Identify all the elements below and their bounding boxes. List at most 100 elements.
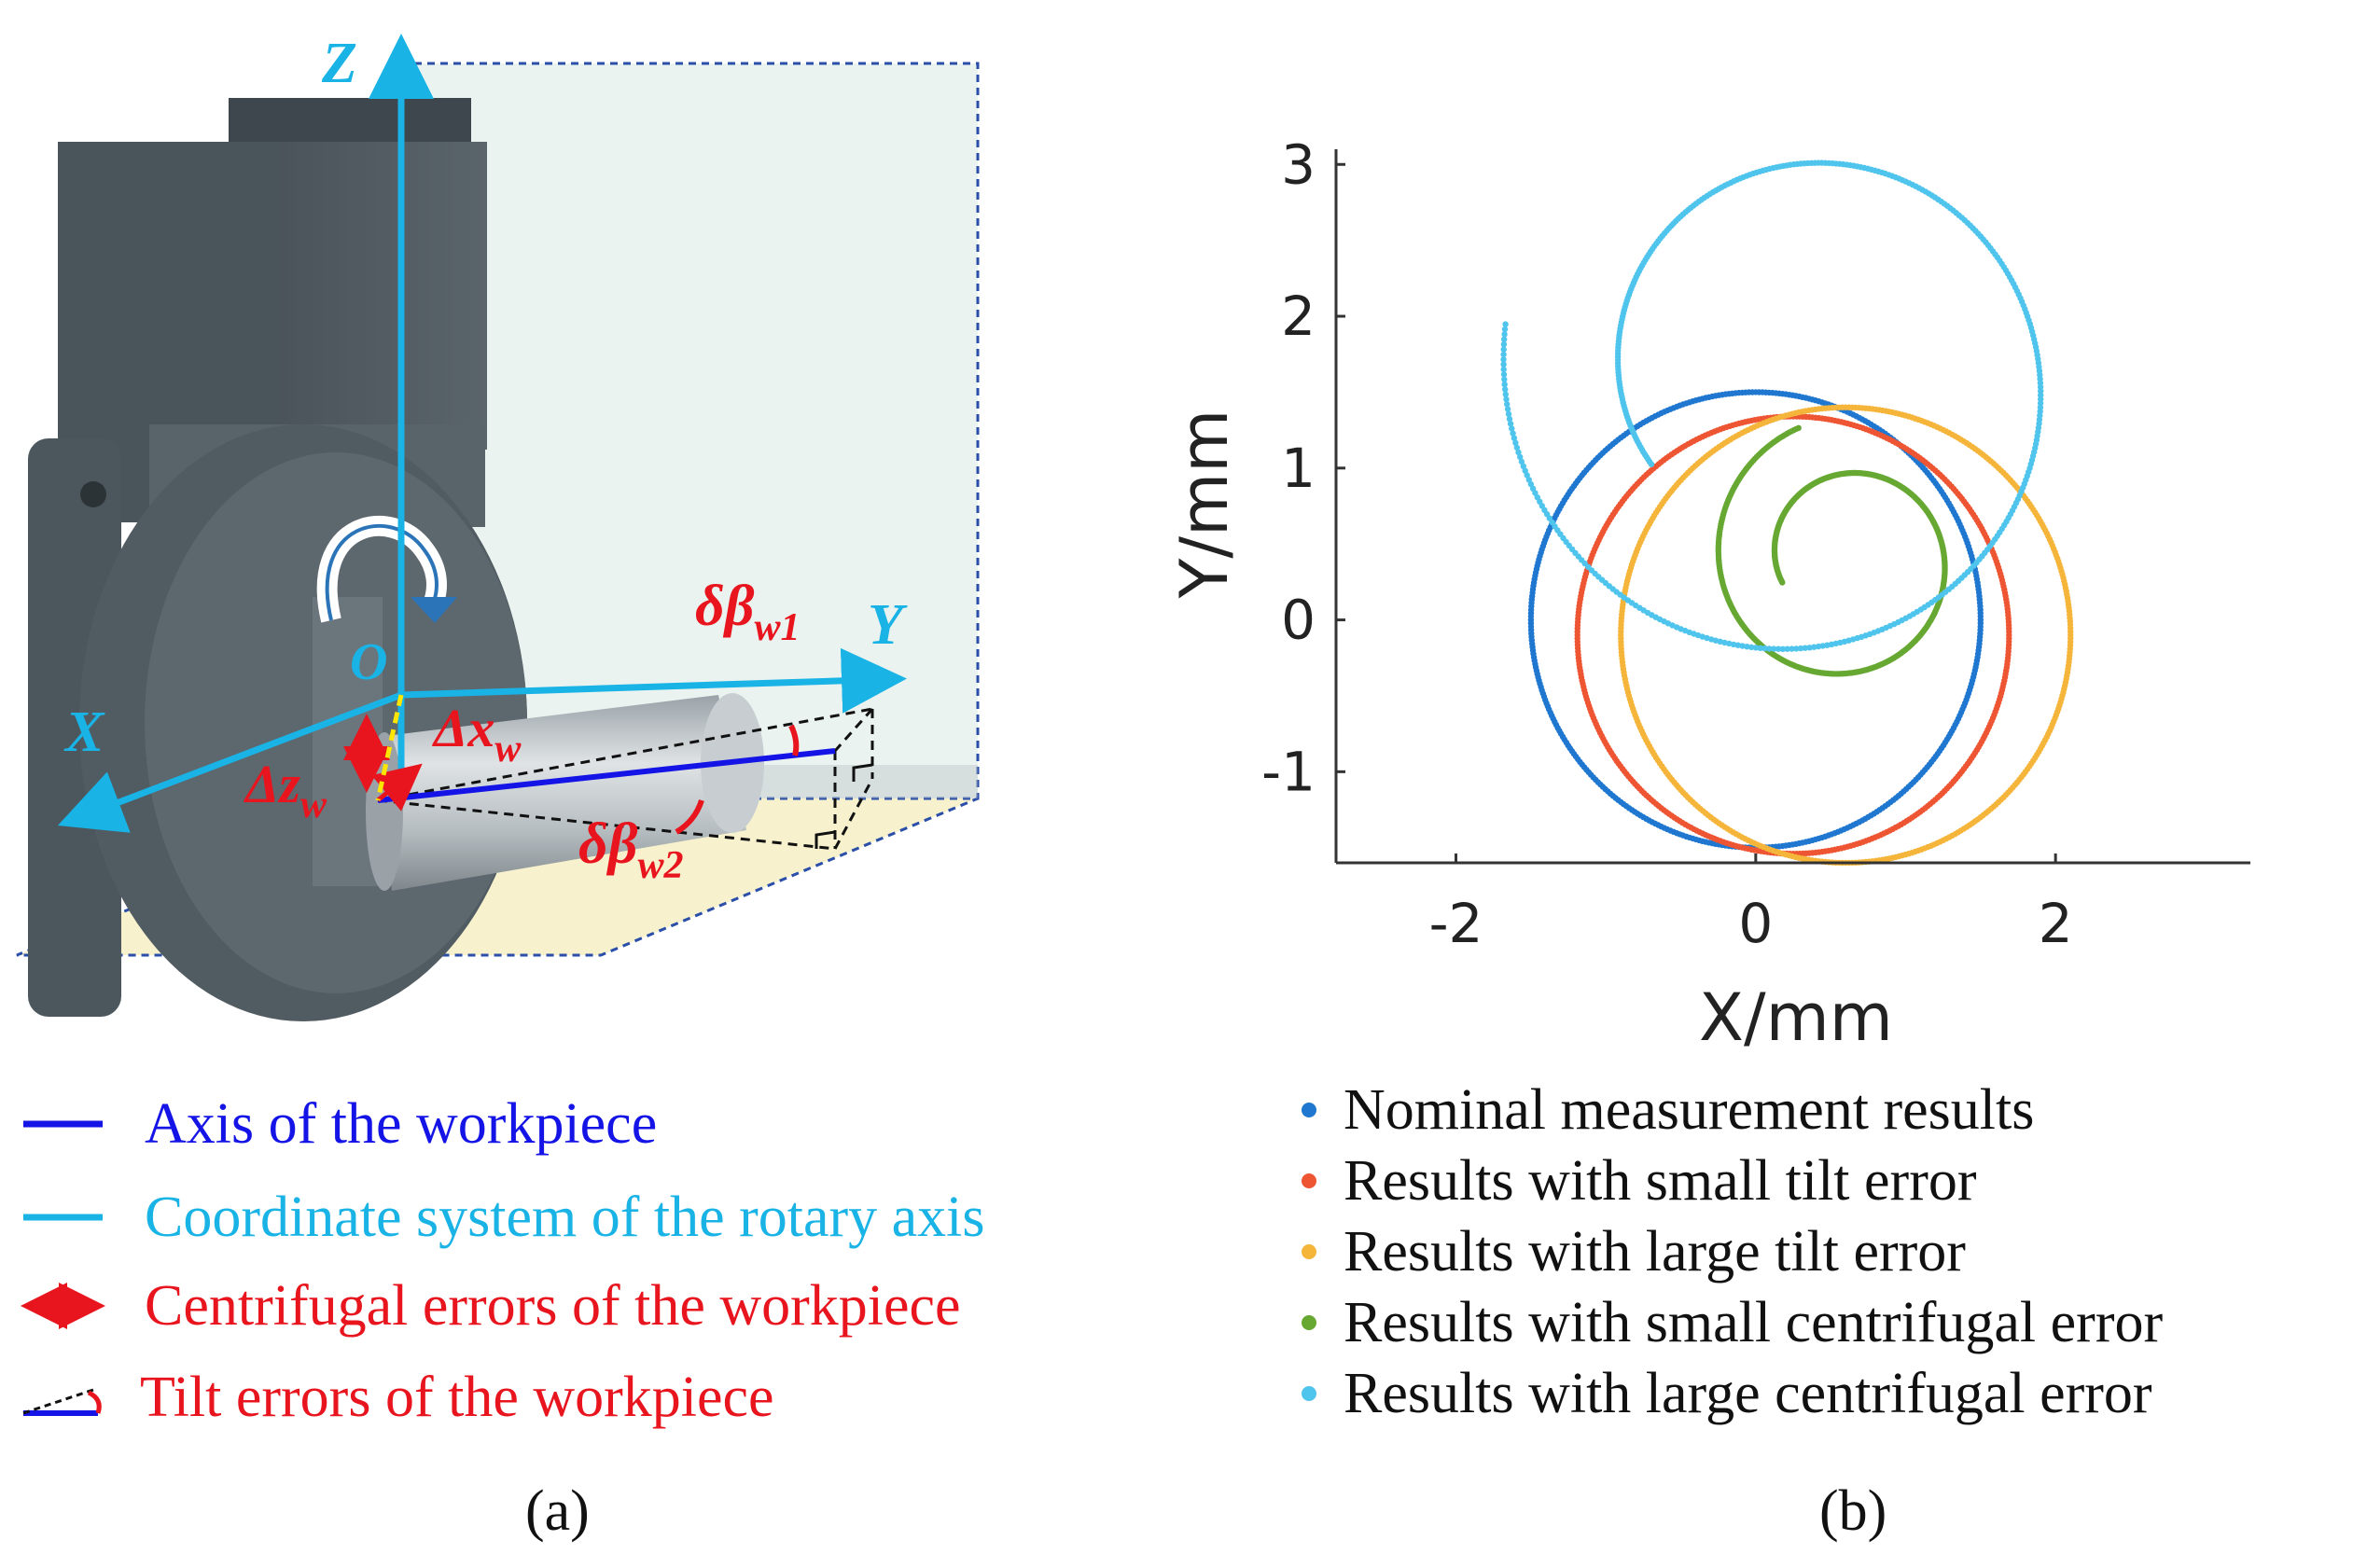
data-point	[1793, 645, 1800, 652]
data-point	[1977, 620, 1984, 627]
data-point	[1502, 321, 1509, 327]
data-point	[1806, 645, 1813, 651]
x-axis-title: X/mm	[1699, 979, 1893, 1056]
data-point	[1500, 366, 1507, 373]
legend-a-item-4: Tilt errors of the workpiece	[140, 1366, 774, 1429]
legend-b-item-4: Results with small centrifugal error	[1344, 1291, 2163, 1354]
dz-label: Δzw	[244, 754, 327, 826]
legend-b-marker-5	[1302, 1386, 1316, 1401]
data-point	[1734, 642, 1742, 648]
data-point	[1819, 643, 1826, 649]
data-point	[1779, 645, 1787, 652]
data-point	[1748, 644, 1755, 650]
panel-b-label: (b)	[1819, 1479, 1887, 1543]
data-point	[1504, 406, 1511, 412]
legend-b-marker-2	[1302, 1173, 1316, 1188]
y-tick-label: 3	[1281, 132, 1316, 196]
data-point	[1513, 444, 1521, 451]
panel-b-legend: Nominal measurement results Results with…	[1302, 1078, 2163, 1425]
data-point	[1730, 641, 1737, 648]
data-point	[1515, 449, 1522, 456]
legend-b-marker-1	[1302, 1103, 1316, 1117]
data-point	[1527, 480, 1535, 488]
data-point	[1726, 640, 1733, 647]
data-point	[1500, 351, 1507, 358]
data-point	[2068, 635, 2074, 642]
data-point	[1815, 643, 1822, 650]
legend-b-item-2: Results with small tilt error	[1344, 1149, 1977, 1213]
data-point	[1771, 645, 1777, 652]
data-point	[1761, 645, 1768, 652]
x-axis-label: X	[63, 701, 105, 764]
data-point	[1522, 467, 1528, 474]
legend-b-marker-3	[1302, 1244, 1316, 1259]
data-point	[1518, 458, 1525, 465]
legend-b-item-3: Results with large tilt error	[1344, 1220, 1966, 1284]
y-tick-label: 1	[1281, 437, 1316, 500]
panel-a-diagram: Z Y X O δβw1 δβw2 Δxw Δzw	[16, 32, 980, 1021]
legend-b-item-5: Results with large centrifugal error	[1344, 1362, 2152, 1425]
data-point	[1517, 453, 1524, 461]
data-point	[1506, 415, 1513, 423]
tilt-label-w2: δβw2	[578, 812, 684, 887]
legend-a-item-1: Axis of the workpiece	[145, 1092, 657, 1156]
data-point	[1717, 638, 1723, 645]
data-point	[1505, 410, 1512, 418]
series-2	[1574, 413, 2012, 857]
data-point	[1501, 376, 1508, 382]
dx-arrow	[371, 763, 423, 812]
x-tick-label: 2	[2039, 892, 2073, 955]
y-axis-title: Y/mm	[1166, 409, 1243, 600]
legend-a-item-3: Centrifugal errors of the workpiece	[145, 1274, 961, 1338]
legend-b-item-1: Nominal measurement results	[1344, 1078, 2034, 1142]
data-point	[1802, 645, 1809, 651]
data-point	[1500, 356, 1507, 363]
data-point	[1525, 477, 1533, 483]
y-tick-label: 0	[1281, 589, 1316, 652]
tilt-triangle-icon	[22, 1388, 102, 1416]
data-point	[1524, 472, 1530, 479]
x-tick-label: 0	[1738, 892, 1773, 955]
data-point	[1500, 341, 1508, 348]
data-point	[1811, 644, 1817, 650]
data-point	[1795, 424, 1802, 431]
data-point	[2038, 388, 2044, 395]
data-point	[2006, 635, 2012, 642]
data-point	[1501, 382, 1508, 388]
legend-b-marker-4	[1302, 1315, 1316, 1330]
dx-label: Δxw	[432, 698, 522, 770]
legend-a-item-2: Coordinate system of the rotary axis	[145, 1186, 985, 1249]
data-point	[1752, 645, 1760, 651]
series-5	[1500, 160, 2044, 652]
tilt-label-w1: δβw1	[695, 575, 801, 649]
x-tick-label: -2	[1429, 892, 1483, 955]
data-point	[1511, 435, 1518, 441]
tilt-angle-arc-1	[788, 724, 800, 756]
data-point	[1766, 645, 1773, 652]
data-point	[1501, 331, 1508, 338]
z-axis-label: Z	[321, 32, 357, 95]
data-point	[1739, 643, 1746, 649]
data-point	[1744, 644, 1750, 650]
data-point	[1509, 425, 1515, 432]
data-point	[1504, 401, 1511, 408]
panel-a-legend: Axis of the workpiece Coordinate system …	[21, 1092, 985, 1429]
data-point	[1503, 395, 1510, 403]
plot-series	[1500, 160, 2074, 867]
panel-a-label: (a)	[525, 1479, 590, 1543]
data-point	[1502, 391, 1510, 397]
tilt-angle-arc-2	[675, 799, 704, 835]
data-point	[1775, 645, 1782, 652]
data-point	[1501, 326, 1509, 333]
data-point	[1510, 430, 1516, 437]
data-point	[1784, 645, 1790, 652]
offset-line	[375, 694, 404, 801]
data-point	[1757, 645, 1764, 651]
data-point	[1500, 346, 1507, 353]
data-point	[1789, 645, 1795, 652]
y-tick-label: -1	[1261, 740, 1316, 803]
data-point	[1797, 645, 1804, 652]
